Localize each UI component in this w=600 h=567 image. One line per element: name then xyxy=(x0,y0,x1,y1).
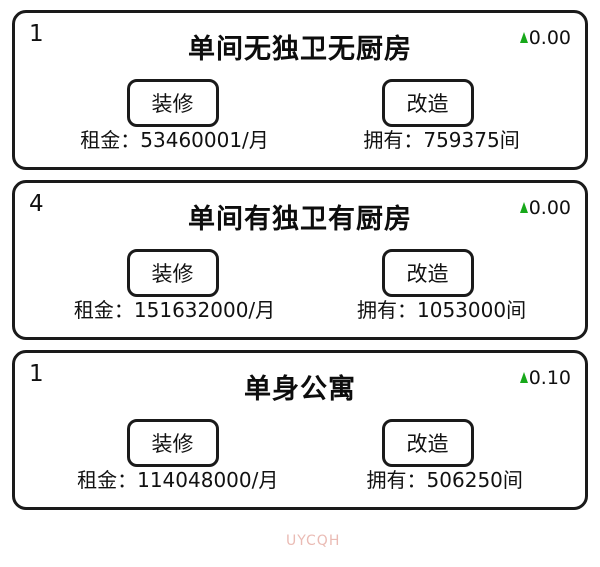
card-title: 单身公寓 xyxy=(244,374,356,405)
property-card[interactable]: 1 单间无独卫无厨房 0.00 装修 改造 租金：53460001/月 拥有：7… xyxy=(12,10,588,170)
status-badge: 0.00 xyxy=(519,197,571,219)
rent-value: 租金：53460001/月 xyxy=(80,128,269,152)
rate-value: 0.00 xyxy=(528,27,571,49)
remodel-button[interactable]: 改造 xyxy=(381,79,474,127)
remodel-button[interactable]: 改造 xyxy=(381,249,474,297)
property-card[interactable]: 4 单间有独卫有厨房 0.00 装修 改造 租金：151632000/月 拥有：… xyxy=(12,180,588,340)
arrow-up-icon xyxy=(519,31,528,43)
rent-value: 租金：151632000/月 xyxy=(73,298,276,322)
remodel-button[interactable]: 改造 xyxy=(381,419,474,467)
arrow-up-icon xyxy=(519,201,528,213)
card-title: 单间无独卫无厨房 xyxy=(188,34,412,65)
card-index: 4 xyxy=(29,191,44,217)
card-index: 1 xyxy=(29,21,44,47)
card-actions: 装修 改造 xyxy=(15,79,585,127)
decorate-button[interactable]: 装修 xyxy=(126,419,219,467)
card-stats: 租金：53460001/月 拥有：759375间 xyxy=(15,124,585,153)
owned-value: 拥有：1053000间 xyxy=(357,298,527,322)
status-badge: 0.00 xyxy=(519,27,571,49)
arrow-up-icon xyxy=(519,371,528,383)
watermark-text: UYCQH xyxy=(286,533,341,549)
decorate-button[interactable]: 装修 xyxy=(126,79,219,127)
card-title: 单间有独卫有厨房 xyxy=(188,204,412,235)
rate-value: 0.10 xyxy=(528,367,571,389)
rate-value: 0.00 xyxy=(528,197,571,219)
rent-value: 租金：114048000/月 xyxy=(77,468,279,492)
owned-value: 拥有：506250间 xyxy=(366,468,523,492)
decorate-button[interactable]: 装修 xyxy=(126,249,219,297)
owned-value: 拥有：759375间 xyxy=(363,128,520,152)
card-stats: 租金：151632000/月 拥有：1053000间 xyxy=(15,294,585,323)
card-actions: 装修 改造 xyxy=(15,249,585,297)
property-card[interactable]: 1 单身公寓 0.10 装修 改造 租金：114048000/月 拥有：5062… xyxy=(12,350,588,510)
card-actions: 装修 改造 xyxy=(15,419,585,467)
status-badge: 0.10 xyxy=(519,367,571,389)
card-stats: 租金：114048000/月 拥有：506250间 xyxy=(15,464,585,493)
card-index: 1 xyxy=(29,361,44,387)
property-list-screen: 1 单间无独卫无厨房 0.00 装修 改造 租金：53460001/月 拥有：7… xyxy=(0,10,600,567)
